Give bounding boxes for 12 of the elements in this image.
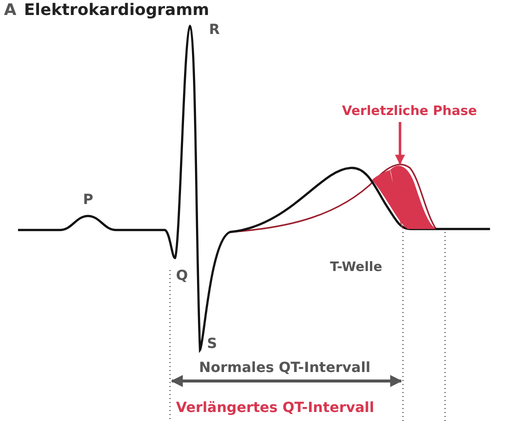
interval-label: Normales QT-Intervall [199,360,370,376]
wave-label: T-Welle [330,260,382,275]
interval-label: Verlängertes QT-Intervall [176,400,374,416]
leader-arrow [395,122,405,165]
wave-label: P [83,192,94,208]
wave-label: S [207,336,218,352]
callout-label: Verletzliche Phase [342,104,477,119]
panel-letter: A [4,0,16,19]
diagram-title: Elektrokardiogramm [24,0,210,19]
wave-label: Q [176,268,188,284]
wave-label: R [209,22,220,38]
shaded-area [372,166,436,230]
